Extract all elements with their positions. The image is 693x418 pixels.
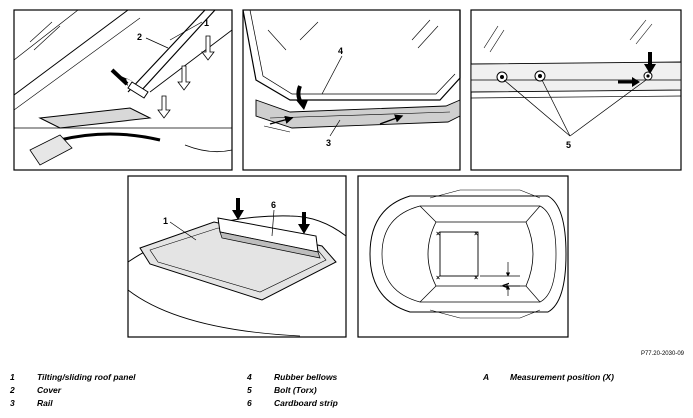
panel-4-cardboard-strip: 1 6 [127,175,347,338]
legend-item-3: 3 Rail [10,398,230,410]
callout-1-strip: 1 [163,216,168,226]
legend-num: 3 [10,398,15,408]
legend-item-4: 4 Rubber bellows [247,372,467,384]
legend-text: Measurement position (X) [510,372,614,382]
legend-item-1: 1 Tilting/sliding roof panel [10,372,230,384]
svg-text:×: × [474,275,478,282]
legend-num: 1 [10,372,15,382]
legend-text: Cardboard strip [274,398,338,408]
figure-code: P77.20-2030-09 [640,351,684,357]
legend-text: Bolt (Torx) [274,385,317,395]
panel-5-measurement: × × × × A [357,175,569,338]
callout-a: A [501,282,511,289]
legend-text: Tilting/sliding roof panel [37,372,136,382]
legend-num: A [483,372,490,382]
legend-text: Cover [37,385,62,395]
svg-text:×: × [474,231,478,238]
callout-5: 5 [566,140,571,150]
callout-2: 2 [137,32,142,42]
callout-1: 1 [204,18,209,28]
legend-num: 6 [247,398,252,408]
legend-num: 4 [247,372,252,382]
svg-text:×: × [436,275,440,282]
legend-num: 2 [10,385,15,395]
panel-1-cover-removal: 1 2 [13,9,233,171]
legend-text: Rail [37,398,53,408]
legend-item-a: A Measurement position (X) [483,372,688,384]
legend-text: Rubber bellows [274,372,338,382]
panel-2-bellows-rail: 4 3 [242,9,461,171]
callout-6: 6 [271,200,276,210]
callout-3: 3 [326,138,331,148]
legend-item-6: 6 Cardboard strip [247,398,467,410]
legend-item-2: 2 Cover [10,385,230,397]
panel-3-torx-bolts: 5 [470,9,682,171]
legend-item-5: 5 Bolt (Torx) [247,385,467,397]
callout-4: 4 [338,46,343,56]
svg-text:×: × [436,231,440,238]
legend-num: 5 [247,385,252,395]
